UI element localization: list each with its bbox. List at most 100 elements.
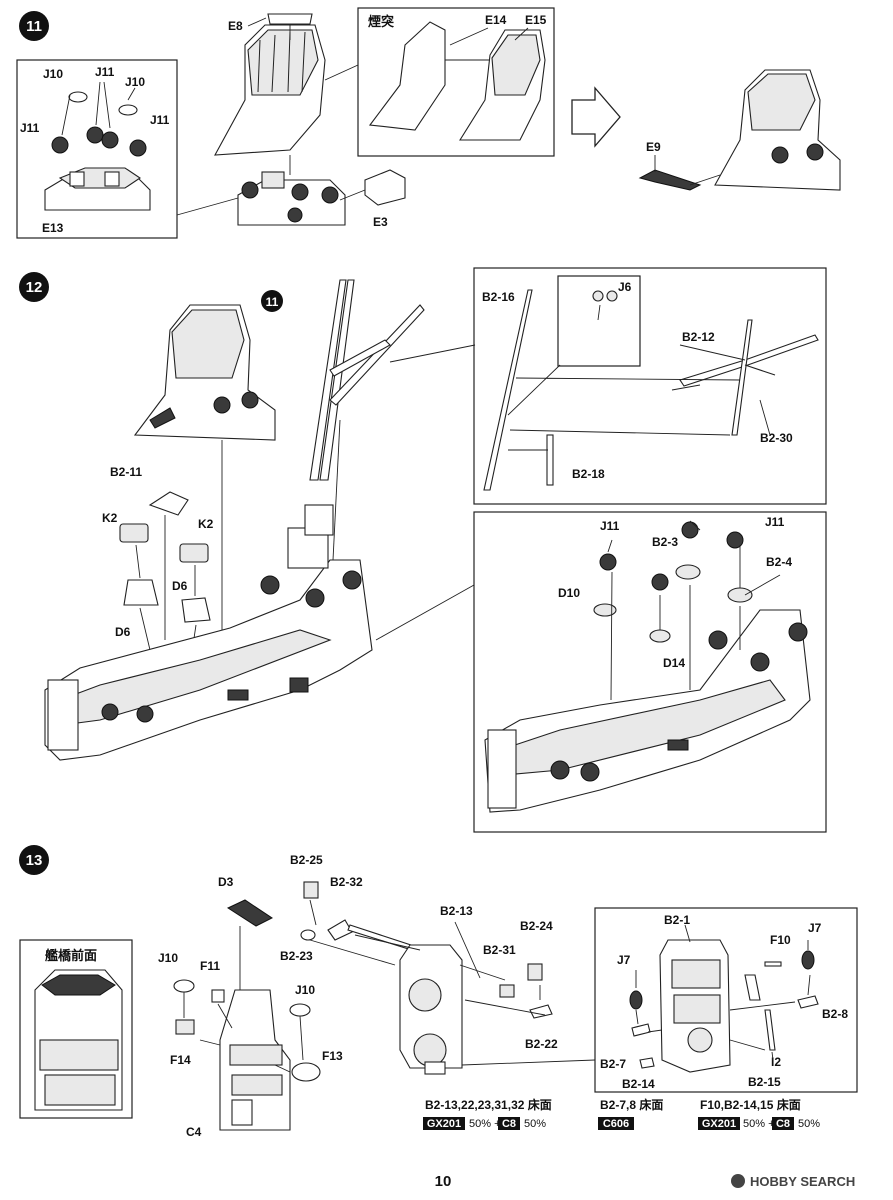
label-b2-8: B2-8 [822, 1007, 848, 1021]
bridge-front-box [19, 939, 133, 1119]
step-12-badge [19, 272, 49, 302]
deck-note-3-code1: GX201 [702, 1118, 736, 1130]
deck-note-1-title: B2-13,22,23,31,32 床面 [425, 1097, 552, 1112]
ref-step-11-number: 11 [266, 295, 279, 309]
b2-11-part [148, 491, 189, 516]
deck-note-1-pct2: 50% [524, 1118, 546, 1130]
deck-note-3-title: F10,B2-14,15 床面 [700, 1097, 801, 1112]
label-b2-1: B2-1 [664, 913, 690, 927]
label-b2-23: B2-23 [280, 949, 313, 963]
label-b2-11: B2-11 [110, 465, 142, 479]
step-11-badge [19, 11, 49, 41]
b2-23-part [300, 929, 316, 941]
label-k2-b: K2 [198, 517, 214, 531]
label-e8: E8 [228, 19, 243, 33]
label-e3: E3 [373, 215, 388, 229]
label-i2: I2 [771, 1055, 781, 1069]
label-b2-24: B2-24 [520, 919, 553, 933]
mast-detail-parts [483, 289, 819, 491]
label-b2-13: B2-13 [440, 904, 473, 918]
page-number: 10 [435, 1173, 452, 1190]
label-k2-a: K2 [102, 511, 118, 525]
label-b2-15: B2-15 [748, 1075, 781, 1089]
step-12-number: 12 [26, 279, 43, 296]
label-f11: F11 [200, 959, 220, 973]
deck-note-2-title: B2-7,8 床面 [600, 1097, 663, 1112]
label-f10: F10 [770, 933, 791, 947]
label-b2-25: B2-25 [290, 853, 323, 867]
step-12: 12 11 B2-11 K2 K2 D6 D6 [19, 267, 827, 833]
label-d6-a: D6 [115, 625, 131, 639]
label-b2-22: B2-22 [525, 1037, 558, 1051]
b2-24-part [527, 963, 543, 981]
label-f14: F14 [170, 1053, 191, 1067]
e13-base-assembly [44, 91, 151, 211]
label-b2-3: B2-3 [652, 535, 678, 549]
label-j11-a-12: J11 [600, 519, 620, 533]
funnel-assembly [214, 13, 326, 156]
mast-detail-box [473, 267, 827, 505]
label-j10-b-13: J10 [295, 983, 315, 997]
d6-a-part [123, 579, 159, 606]
label-b2-7: B2-7 [600, 1057, 626, 1071]
deck-note-1-pct1: 50% + [469, 1118, 501, 1130]
label-e9: E9 [646, 140, 661, 154]
deck-note-3-code2: C8 [776, 1118, 790, 1130]
k2-b-part [179, 543, 209, 563]
label-b2-12: B2-12 [682, 330, 715, 344]
watermark-logo-icon [731, 1174, 745, 1188]
j10-b-part [289, 1003, 311, 1017]
label-j10-a: J10 [43, 67, 63, 81]
label-b2-32: B2-32 [330, 875, 363, 889]
step-11-inset-box [16, 59, 178, 239]
label-d10: D10 [558, 586, 580, 600]
label-funnel: 煙突 [368, 14, 394, 29]
mast-assembly [309, 279, 425, 481]
deck-note-3-code1-bg [698, 1117, 740, 1130]
d6-b-part [181, 597, 211, 623]
f14-part [175, 1019, 195, 1035]
superstructure-detail-parts [484, 521, 811, 813]
label-j11-c: J11 [150, 113, 170, 127]
label-b2-18: B2-18 [572, 467, 605, 481]
label-e13: E13 [42, 221, 64, 235]
deck-note-3-pct1: 50% + [743, 1118, 775, 1130]
completed-funnel [638, 69, 841, 191]
funnel-detail-box [357, 7, 555, 157]
label-e15: E15 [525, 13, 547, 27]
b2-31-part [499, 984, 515, 998]
watermark: HOBBY SEARCH [731, 1174, 855, 1189]
step-13: 13 艦橋前面 D3 J10 F11 J10 F14 F13 C4 [19, 845, 858, 1139]
label-j6: J6 [618, 280, 632, 294]
bridge-front-view [34, 969, 123, 1111]
watermark-text: HOBBY SEARCH [750, 1174, 855, 1189]
f13-part [291, 1062, 321, 1082]
j6-detail-box [557, 275, 641, 367]
label-j10-a-13: J10 [158, 951, 178, 965]
label-j7-b: J7 [808, 921, 822, 935]
center-bridge-structure [399, 944, 463, 1075]
bridge-detail-parts [629, 939, 819, 1073]
label-bridge-front: 艦橋前面 [45, 948, 97, 963]
step-13-number: 13 [26, 852, 43, 869]
b2-32-part [327, 919, 353, 941]
j10-a-part [173, 979, 195, 993]
label-f13: F13 [322, 1049, 343, 1063]
label-j11-b-12: J11 [765, 515, 785, 529]
label-j11-b: J11 [20, 121, 40, 135]
label-j7-a: J7 [617, 953, 631, 967]
c4-bridge-tower [219, 989, 291, 1131]
d3-part [226, 899, 273, 927]
deck-note-1-code1: GX201 [427, 1118, 461, 1130]
k2-a-part [119, 523, 149, 543]
b2-22-part [529, 1004, 553, 1019]
ref-step-11-badge [261, 290, 283, 312]
label-e14: E14 [485, 13, 507, 27]
superstructure-main [44, 504, 373, 761]
label-j11-a: J11 [95, 65, 115, 79]
step-11: 11 J10 J11 J10 J11 J11 E13 [16, 7, 841, 239]
deck-note-1-code2-bg [498, 1117, 520, 1130]
funnel-base-assembly [237, 171, 346, 226]
